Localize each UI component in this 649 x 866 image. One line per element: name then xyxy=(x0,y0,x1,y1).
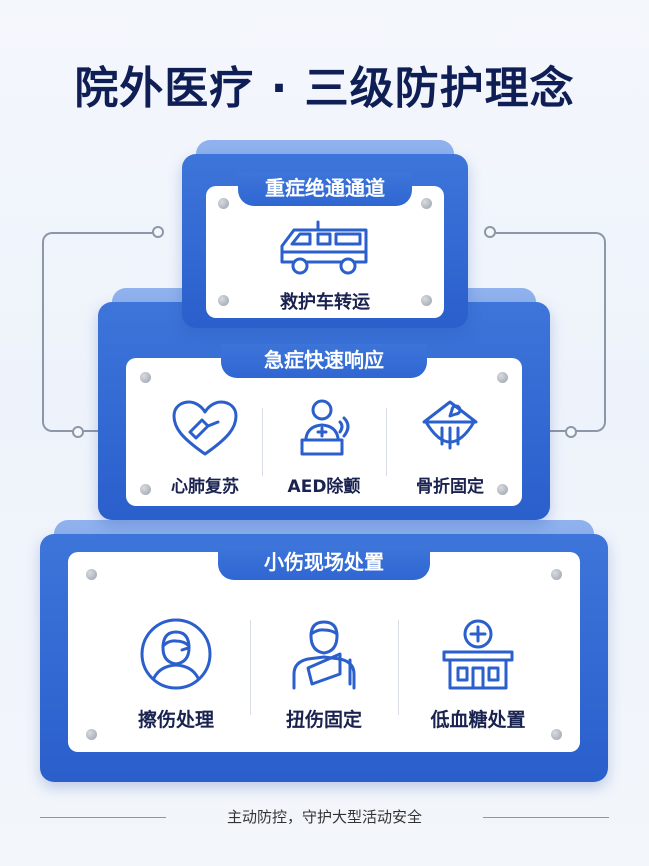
tier-heading: 重症绝通通道 xyxy=(238,172,412,206)
screw xyxy=(86,729,97,740)
divider xyxy=(250,620,251,715)
connector-dot xyxy=(72,426,84,438)
divider xyxy=(262,408,263,476)
item-label: 擦伤处理 xyxy=(137,709,214,731)
footer-divider-right xyxy=(483,817,609,818)
item-label: 骨折固定 xyxy=(416,477,484,497)
connector-dot xyxy=(152,226,164,238)
item-label: 低血糖处置 xyxy=(430,709,526,731)
footer-divider-left xyxy=(40,817,166,818)
divider xyxy=(398,620,399,715)
heart-cpr-icon xyxy=(172,400,238,456)
page-title: 院外医疗 · 三级防护理念 xyxy=(74,63,575,114)
item-label: AED除颤 xyxy=(287,477,361,497)
divider xyxy=(386,408,387,476)
screw xyxy=(497,372,508,383)
item-label: 扭伤固定 xyxy=(285,709,362,731)
screw xyxy=(497,484,508,495)
clinic-icon xyxy=(442,619,514,690)
screw xyxy=(218,295,229,306)
person-bandage-icon xyxy=(140,618,212,690)
screw xyxy=(218,198,229,209)
screw xyxy=(86,569,97,580)
arm-sling-icon xyxy=(292,620,356,690)
screw xyxy=(551,729,562,740)
screw xyxy=(140,372,151,383)
item-label: 心肺复苏 xyxy=(171,477,239,497)
connector-dot xyxy=(565,426,577,438)
item-label: 救护车转运 xyxy=(280,292,370,313)
connector-dot xyxy=(484,226,496,238)
tier-heading: 小伤现场处置 xyxy=(218,546,430,580)
fracture-splint-icon xyxy=(422,400,478,450)
aed-icon xyxy=(300,399,350,456)
screw xyxy=(421,198,432,209)
footer-slogan: 主动防控，守护大型活动安全 xyxy=(226,808,422,826)
screw xyxy=(421,295,432,306)
tier-heading: 急症快速响应 xyxy=(221,344,427,378)
screw xyxy=(551,569,562,580)
ambulance-icon xyxy=(280,220,368,275)
screw xyxy=(140,484,151,495)
